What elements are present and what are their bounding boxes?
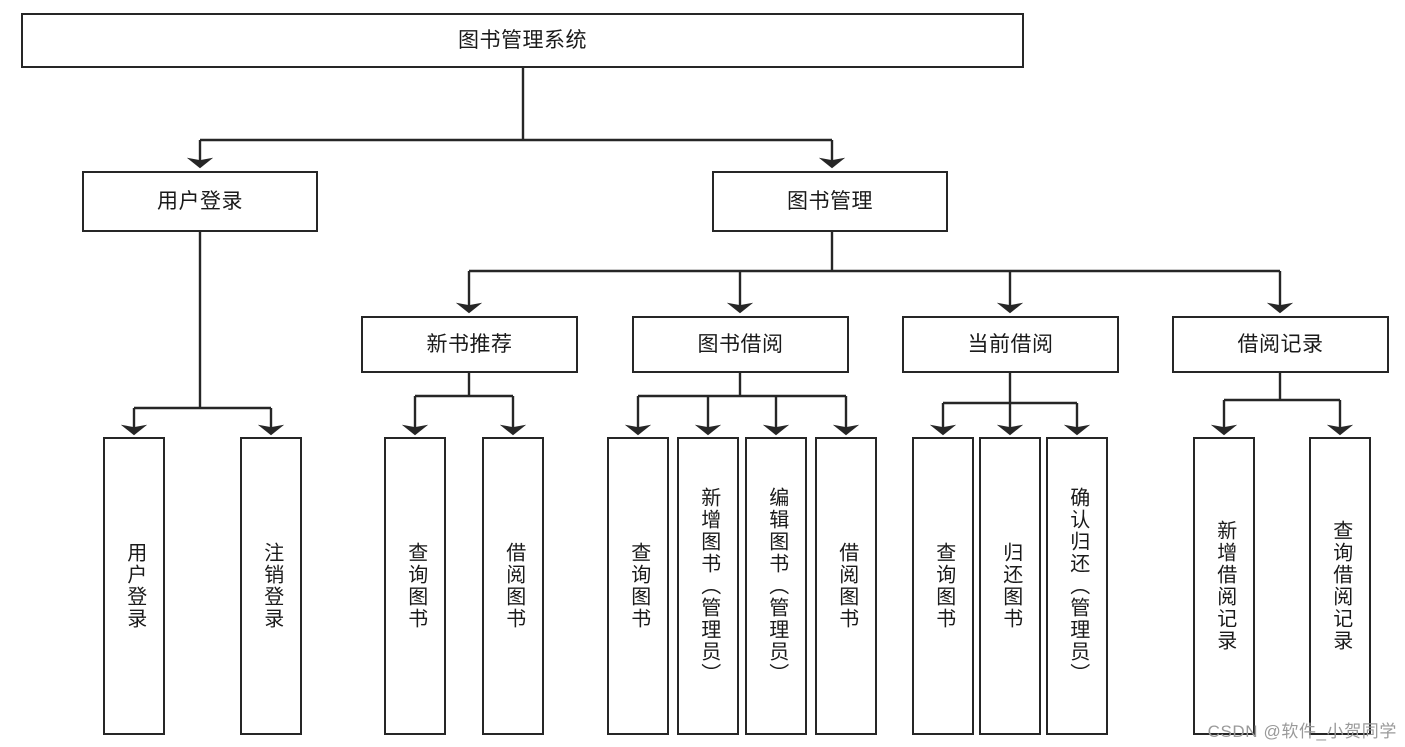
node-new-book-rec[interactable]: 新书推荐 xyxy=(361,316,578,373)
node-borrow-record[interactable]: 借阅记录 xyxy=(1172,316,1389,373)
node-leaf-query-record[interactable]: 查询借阅记录 xyxy=(1309,437,1371,735)
node-leaf-add-book-label: 新增图书（管理员） xyxy=(697,487,720,685)
node-root-label: 图书管理系统 xyxy=(458,28,587,52)
node-book-borrow-label: 图书借阅 xyxy=(697,332,784,356)
node-leaf-user-login-label: 用户登录 xyxy=(123,542,146,630)
node-leaf-confirm-return[interactable]: 确认归还（管理员） xyxy=(1046,437,1108,735)
node-leaf-query-book-3[interactable]: 查询图书 xyxy=(912,437,974,735)
node-leaf-borrow-book-1-label: 借阅图书 xyxy=(502,542,525,630)
node-leaf-edit-book[interactable]: 编辑图书（管理员） xyxy=(745,437,807,735)
node-leaf-edit-book-label: 编辑图书（管理员） xyxy=(765,487,788,685)
node-leaf-query-book-3-label: 查询图书 xyxy=(932,542,955,630)
node-book-manage-label: 图书管理 xyxy=(787,189,873,213)
node-user-login-label: 用户登录 xyxy=(157,189,243,213)
node-leaf-query-book-2-label: 查询图书 xyxy=(627,542,650,630)
node-current-borrow[interactable]: 当前借阅 xyxy=(902,316,1119,373)
node-leaf-query-book-2[interactable]: 查询图书 xyxy=(607,437,669,735)
node-leaf-return-book[interactable]: 归还图书 xyxy=(979,437,1041,735)
node-leaf-confirm-return-label: 确认归还（管理员） xyxy=(1066,487,1089,685)
node-leaf-borrow-book-2[interactable]: 借阅图书 xyxy=(815,437,877,735)
node-root[interactable]: 图书管理系统 xyxy=(21,13,1024,68)
node-leaf-add-book[interactable]: 新增图书（管理员） xyxy=(677,437,739,735)
node-book-manage[interactable]: 图书管理 xyxy=(712,171,948,232)
node-leaf-return-book-label: 归还图书 xyxy=(999,542,1022,630)
node-leaf-borrow-book-2-label: 借阅图书 xyxy=(835,542,858,630)
node-leaf-user-login[interactable]: 用户登录 xyxy=(103,437,165,735)
node-leaf-query-book-1-label: 查询图书 xyxy=(404,542,427,630)
node-leaf-query-book-1[interactable]: 查询图书 xyxy=(384,437,446,735)
csdn-watermark: CSDN @软件_小贺同学 xyxy=(1207,722,1397,741)
node-new-book-rec-label: 新书推荐 xyxy=(426,332,513,356)
node-current-borrow-label: 当前借阅 xyxy=(967,332,1054,356)
node-user-login[interactable]: 用户登录 xyxy=(82,171,318,232)
node-book-borrow[interactable]: 图书借阅 xyxy=(632,316,849,373)
node-leaf-add-record-label: 新增借阅记录 xyxy=(1213,520,1236,652)
node-leaf-borrow-book-1[interactable]: 借阅图书 xyxy=(482,437,544,735)
node-borrow-record-label: 借阅记录 xyxy=(1237,332,1324,356)
node-leaf-logout[interactable]: 注销登录 xyxy=(240,437,302,735)
node-leaf-logout-label: 注销登录 xyxy=(260,542,283,630)
node-leaf-add-record[interactable]: 新增借阅记录 xyxy=(1193,437,1255,735)
node-leaf-query-record-label: 查询借阅记录 xyxy=(1329,520,1352,652)
